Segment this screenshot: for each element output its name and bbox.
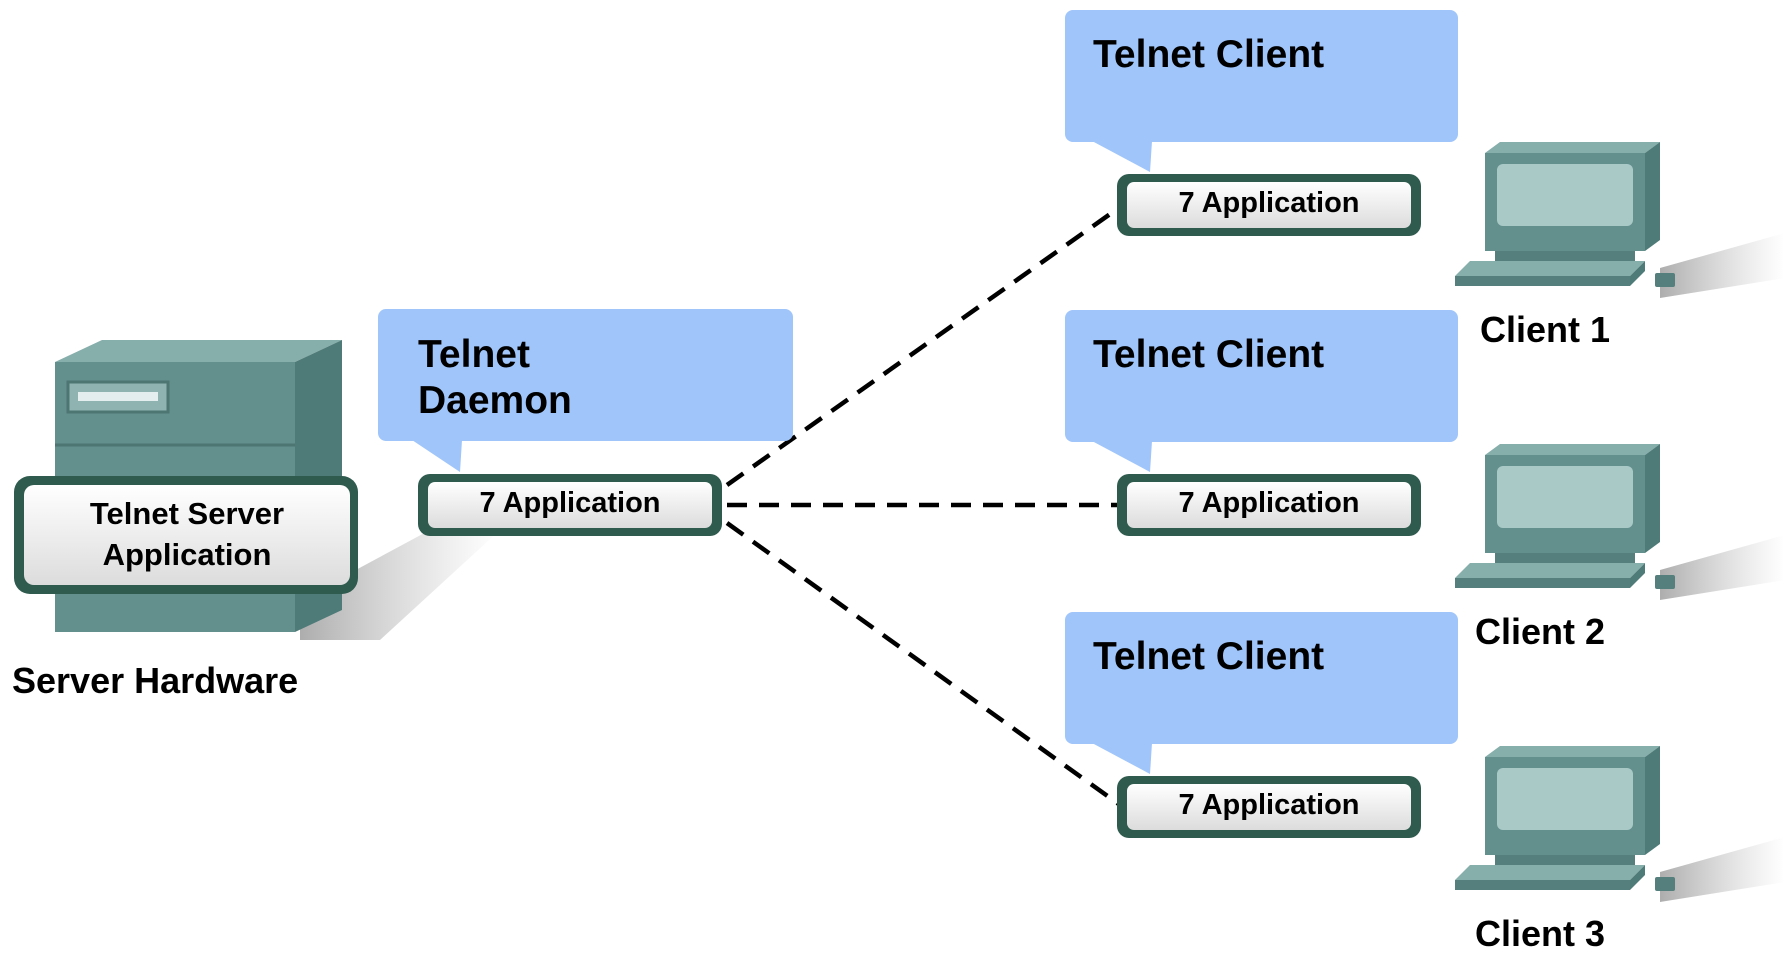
server-application-line-1: Telnet Server bbox=[89, 496, 285, 531]
client-2-label: Client 2 bbox=[1475, 611, 1606, 652]
client-1-application-box bbox=[1117, 174, 1421, 236]
client-3-layer-label: 7 Application bbox=[1178, 789, 1360, 821]
client-3-computer-icon bbox=[1455, 746, 1783, 902]
client-3-callout bbox=[1065, 612, 1458, 774]
connection-to-client-3 bbox=[725, 521, 1122, 807]
client-3-callout-label: Telnet Client bbox=[1093, 635, 1325, 678]
client-1-callout-label: Telnet Client bbox=[1093, 33, 1325, 76]
daemon-callout-label: Telnet Daemon bbox=[418, 332, 572, 424]
client-2-callout-label: Telnet Client bbox=[1093, 333, 1325, 376]
client-2-application-box bbox=[1117, 474, 1421, 536]
client-1-label: Client 1 bbox=[1480, 309, 1611, 350]
daemon-application-box bbox=[418, 474, 722, 536]
server-application-box bbox=[14, 476, 358, 594]
client-2-callout bbox=[1065, 310, 1458, 472]
server-application-line-2: Application bbox=[102, 537, 272, 572]
server-hardware-label: Server Hardware bbox=[12, 660, 299, 701]
client-3-label: Client 3 bbox=[1475, 913, 1606, 954]
client-1-computer-icon bbox=[1455, 142, 1783, 298]
daemon-callout-line-1: Telnet bbox=[418, 333, 530, 376]
connection-lines bbox=[725, 205, 1122, 807]
daemon-callout bbox=[378, 309, 793, 472]
server-application-label: Telnet Server Application bbox=[24, 493, 350, 575]
client-2-computer-icon bbox=[1455, 444, 1783, 600]
daemon-layer-label: 7 Application bbox=[479, 487, 661, 519]
daemon-callout-line-2: Daemon bbox=[418, 379, 572, 422]
connection-to-client-1 bbox=[725, 205, 1122, 487]
client-1-callout bbox=[1065, 10, 1458, 172]
client-1-layer-label: 7 Application bbox=[1178, 187, 1360, 219]
client-3-application-box bbox=[1117, 776, 1421, 838]
client-2-layer-label: 7 Application bbox=[1178, 487, 1360, 519]
